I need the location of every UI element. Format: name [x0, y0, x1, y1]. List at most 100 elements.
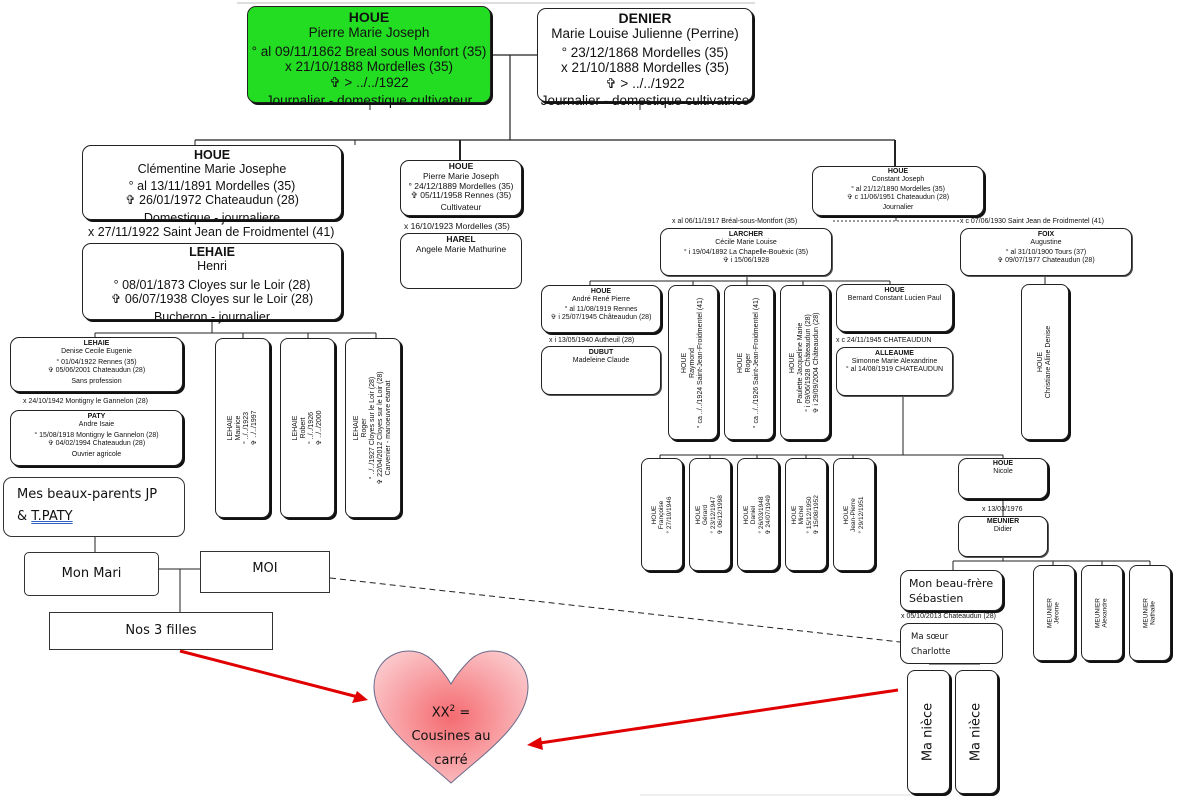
person-card-houe-bernard[interactable]: HOUE Bernard Constant Lucien Paul: [836, 284, 953, 332]
given-names: Jean-Pierre: [850, 497, 858, 532]
marriage-label-sebastien: x 05/10/2013 Chateaudun (28): [901, 613, 996, 620]
death: ✞ i 29/09/2004 Châteaudun (28): [813, 312, 821, 413]
death: ✞ i 15/06/1928: [722, 257, 770, 265]
surname: HOUE: [680, 352, 688, 373]
surname: LARCHER: [728, 231, 764, 238]
surname: HOUE: [590, 288, 612, 295]
heart-xx: XX: [431, 705, 450, 721]
person-card-houe-nicole[interactable]: HOUE Nicole: [958, 458, 1048, 499]
heart-line1: XX2 =: [395, 697, 507, 725]
person-card-lehaie-roger[interactable]: LEHAIE Roger ° ../../1927 Cloyes sur le …: [345, 338, 401, 518]
person-card-houe-andre[interactable]: HOUE André René Pierre ° al 11/08/1919 R…: [541, 285, 661, 333]
note-line2: Charlotte: [911, 647, 951, 657]
note-moi[interactable]: MOI: [200, 551, 330, 593]
niece-label: Ma nièce: [968, 702, 984, 762]
surname: MEUNIER: [1094, 598, 1102, 628]
surname: LEHAIE: [352, 415, 360, 441]
surname: HOUE: [842, 505, 850, 524]
death: ✞ 09/07/1977 Chateaudun (28): [997, 257, 1095, 265]
death: ✞ 24/07/1949: [765, 494, 773, 535]
occupation: Cultivateur: [440, 202, 482, 213]
birth: ° ../../1927 Cloyes sur le Loir (28): [368, 376, 376, 480]
person-card-larcher-cecile[interactable]: LARCHER Cécile Marie Louise ° i 19/04/18…: [660, 228, 832, 276]
person-card-houe-pierre-gen1[interactable]: HOUE Pierre Marie Joseph ° al 09/11/1862…: [247, 6, 491, 108]
surname: ALLEAUME: [875, 350, 914, 357]
person-card-houe-paulette[interactable]: HOUE Paulette Jacqueline Marie ° i 09/06…: [780, 285, 830, 440]
surname: LEHAIE: [291, 415, 299, 441]
person-card-houe-roger[interactable]: HOUE Roger ° ca ../../1926 Saint-Jean-Fr…: [724, 285, 774, 440]
person-card-meunier-didier[interactable]: MEUNIER Didier: [958, 516, 1048, 557]
given-names: Marie Louise Julienne (Perrine): [551, 26, 739, 42]
surname: HAREL: [446, 234, 476, 244]
occupation: Bucheron - journalier: [153, 309, 271, 324]
note-beau-frere[interactable]: Mon beau-frère Sébastien: [900, 570, 1003, 611]
birth: ° 15/08/1918 Montigny le Gannelon (28): [34, 432, 159, 440]
given-names: Paulette Jacqueline Marie: [796, 322, 804, 403]
person-card-alleaume-simonne[interactable]: ALLEAUME Simonne Marie Alexandrine ° al …: [836, 347, 953, 396]
person-card-lehaie-denise[interactable]: LEHAIE Denise Cecile Eugenie ° 01/04/192…: [10, 337, 183, 392]
death: ✞ 04/02/1994 Chateaudun (28): [47, 440, 146, 448]
surname: HOUE: [884, 287, 905, 294]
heart-caption: XX2 = Cousines au carré: [395, 697, 507, 773]
given-names: Michel: [798, 505, 806, 524]
note-niece-2[interactable]: Ma nièce: [955, 670, 998, 794]
surname: HOUE: [743, 505, 751, 524]
surname: DENIER: [618, 10, 672, 26]
marriage-label-bernard: x c 24/11/1945 CHATEAUDUN: [836, 337, 932, 344]
paty-link[interactable]: T.PATY: [31, 509, 73, 524]
surname: DUBUT: [588, 349, 614, 356]
occupation: Journalier: [882, 204, 914, 212]
marriage-label-pierre: x 16/10/1923 Mordelles (35): [404, 221, 510, 231]
given-names: Didier: [993, 526, 1013, 534]
death: ✞ 05/06/2001 Chateaudun (28): [47, 367, 146, 375]
person-card-dubut-madeleine[interactable]: DUBUT Madeleine Claude: [541, 346, 661, 395]
note-beaux-parents[interactable]: Mes beaux-parents JP & T.PATY: [3, 477, 185, 537]
note-ma-soeur[interactable]: Ma sœur Charlotte: [900, 623, 1003, 664]
person-card-harel-angele[interactable]: HAREL Angele Marie Mathurine: [400, 233, 522, 289]
birth: ° al 14/08/1919 CHATEAUDUN: [845, 366, 944, 374]
person-card-lehaie-henri[interactable]: LEHAIE Henri ° 08/01/1873 Cloyes sur le …: [82, 243, 342, 324]
person-card-lehaie-robert[interactable]: LEHAIE Robert ° ../../1926 ✞ ../../2000: [280, 338, 335, 518]
heart-line3: carré: [434, 753, 468, 769]
surname: HOUE: [992, 460, 1014, 467]
birth: ° al 31/10/1900 Tours (37): [1005, 249, 1087, 257]
occupation: Domestique - journaliere: [143, 210, 281, 225]
surname: HOUE: [695, 505, 703, 524]
given-names: Françoise: [658, 500, 666, 529]
occupation: Journalier - domestique cultivateur: [265, 93, 473, 109]
given-names: Angele Marie Mathurine: [415, 243, 507, 254]
surname: HOUE: [887, 168, 909, 175]
person-card-houe-pierre-gen2[interactable]: HOUE Pierre Marie Joseph ° 24/12/1889 Mo…: [400, 160, 522, 216]
birth: ° al 13/11/1891 Mordelles (35): [128, 178, 296, 193]
marriage-label-denise: x 24/10/1942 Montigny le Gannelon (28): [23, 398, 148, 405]
death: ✞ 05/11/1958 Rennes (35): [410, 190, 512, 201]
surname: MEUNIER: [1046, 598, 1054, 628]
given-names: Madeleine Claude: [572, 357, 630, 365]
note-niece-1[interactable]: Ma nièce: [907, 670, 950, 794]
given-names: Denise Cecile Eugenie: [61, 348, 132, 356]
note-nos-filles[interactable]: Nos 3 filles: [49, 612, 273, 650]
person-card-houe-clementine[interactable]: HOUE Clémentine Marie Josephe ° al 13/11…: [82, 145, 342, 225]
person-card-lehaie-maurice[interactable]: LEHAIE Maurice ° ../../1923 ✞ ../../1997: [215, 338, 270, 518]
person-card-foix-augustine[interactable]: FOIX Augustine ° al 31/10/1900 Tours (37…: [960, 228, 1132, 276]
person-card-houe-christiane[interactable]: HOUE Christiane Aline Denise: [1021, 284, 1069, 440]
occupation: Ouvrier agricole: [71, 451, 122, 459]
marriage-label-andre: x i 13/05/1940 Autheuil (28): [549, 337, 635, 344]
arrow-nieces-to-heart: [539, 688, 899, 745]
note-line1: Mes beaux-parents JP: [17, 487, 158, 502]
person-card-houe-constant[interactable]: HOUE Constant Joseph ° al 21/12/1890 Mor…: [812, 166, 984, 216]
person-card-paty-andre[interactable]: PATY Andre Isaie ° 15/08/1918 Montigny l…: [10, 410, 183, 466]
person-card-houe-raymond[interactable]: HOUE Raymond ° ca ../../1924 Saint-Jean-…: [668, 285, 718, 440]
person-card-denier-marie[interactable]: DENIER Marie Louise Julienne (Perrine) °…: [537, 8, 753, 108]
note-mon-mari[interactable]: Mon Mari: [24, 552, 159, 596]
birth: ° 27/10/1946: [665, 496, 673, 533]
given-names: Augustine: [1030, 239, 1062, 247]
